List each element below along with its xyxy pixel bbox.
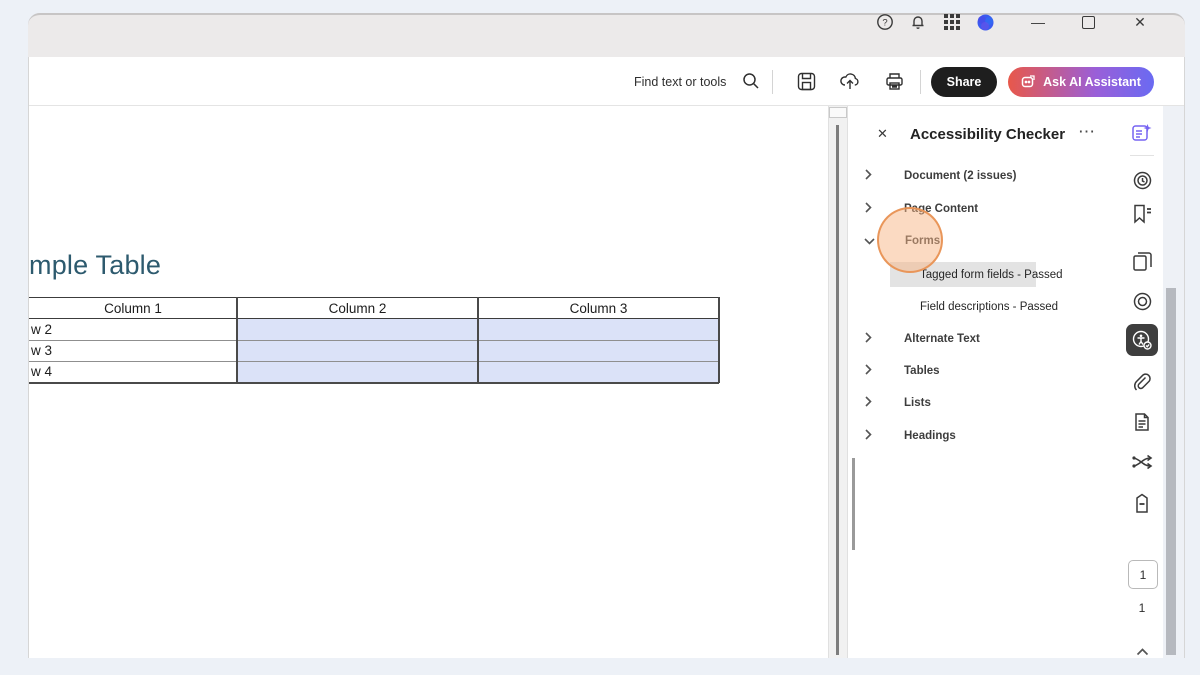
rule-field-descriptions[interactable]: Field descriptions - Passed [920, 296, 1058, 318]
notifications-bell-icon[interactable] [908, 12, 928, 32]
search-icon[interactable] [742, 72, 760, 95]
minimize-button[interactable]: — [1031, 14, 1045, 30]
help-icon[interactable]: ? [875, 12, 895, 32]
attachments-paperclip-icon[interactable] [1128, 368, 1156, 396]
form-field-cell[interactable] [478, 361, 719, 382]
header-label: Column 2 [328, 300, 387, 316]
share-label: Share [946, 75, 982, 89]
upload-cloud-icon[interactable] [840, 72, 860, 96]
tags-icon[interactable] [1128, 489, 1156, 517]
document-heading: mple Table [29, 250, 162, 280]
table-line [718, 297, 720, 383]
account-avatar-icon[interactable] [975, 12, 995, 32]
svg-text:?: ? [882, 18, 887, 29]
find-text-label[interactable]: Find text or tools [634, 75, 727, 89]
document-scrollbar-thumb[interactable] [836, 125, 839, 655]
table-header-cell: Column 1 [29, 297, 237, 319]
panel-scrollbar-thumb[interactable] [852, 458, 855, 550]
chevron-right-icon[interactable] [864, 362, 872, 380]
save-icon[interactable] [797, 72, 816, 96]
panel-title: Accessibility Checker [910, 126, 1066, 143]
table-line [29, 382, 719, 384]
app-grid-icon[interactable] [942, 12, 962, 32]
section-headings[interactable]: Headings [864, 425, 956, 447]
chevron-down-icon[interactable] [864, 232, 875, 250]
section-lists[interactable]: Lists [864, 392, 931, 414]
section-label: Headings [904, 430, 956, 442]
header-label: Column 1 [104, 300, 162, 316]
table-line [477, 297, 479, 383]
chevron-right-icon[interactable] [864, 394, 872, 412]
rule-label: Tagged form fields - Passed [920, 269, 1063, 281]
rule-label: Field descriptions - Passed [920, 301, 1059, 313]
click-indicator [877, 207, 943, 273]
page-total-label: 1 [1138, 601, 1146, 615]
window-titlebar [28, 13, 1185, 57]
page-content-icon[interactable] [1128, 408, 1156, 436]
table-row-label: w 3 [31, 343, 53, 358]
window-scrollbar-thumb[interactable] [1166, 288, 1176, 655]
table-row-label: w 2 [31, 322, 53, 337]
ai-assistant-icon[interactable] [1128, 119, 1156, 147]
toolbar-divider [920, 70, 921, 94]
section-tables[interactable]: Tables [864, 360, 940, 382]
close-button[interactable]: ✕ [1134, 13, 1146, 30]
section-label: Alternate Text [904, 333, 980, 345]
table-line [236, 297, 238, 383]
chevron-up-icon[interactable] [1128, 638, 1156, 666]
bookmarks-icon[interactable] [1128, 200, 1156, 228]
accessibility-checker-panel [848, 106, 1163, 658]
page-number-value: 1 [1139, 567, 1147, 582]
table-header-cell: Column 3 [478, 297, 719, 319]
print-icon[interactable] [885, 72, 904, 96]
rail-divider [1130, 155, 1154, 156]
section-alternate-text[interactable]: Alternate Text [864, 328, 980, 350]
form-field-cell[interactable] [478, 319, 719, 340]
section-label: Document (2 issues) [904, 170, 1017, 182]
panel-more-options-icon[interactable]: ⋯ [1078, 122, 1095, 141]
form-field-cell[interactable] [237, 319, 478, 340]
chevron-right-icon[interactable] [864, 167, 872, 185]
panel-close-icon[interactable]: ✕ [877, 126, 888, 141]
form-field-cell[interactable] [237, 340, 478, 361]
form-field-cell[interactable] [478, 340, 719, 361]
ask-ai-assistant-button[interactable]: Ask AI Assistant [1008, 67, 1154, 97]
accessibility-icon [1132, 330, 1152, 350]
toolbar-divider [772, 70, 773, 94]
table-line [29, 361, 719, 362]
page-thumbnails-icon[interactable] [1128, 247, 1156, 275]
document-scrollbar-button[interactable] [829, 107, 847, 118]
rule-tagged-form-fields[interactable]: Tagged form fields - Passed [920, 264, 1063, 286]
history-clock-icon[interactable] [1128, 166, 1156, 194]
page-number-input[interactable]: 1 [1128, 560, 1158, 589]
accessibility-tool-active[interactable] [1126, 324, 1158, 356]
chevron-right-icon[interactable] [864, 330, 872, 348]
chevron-right-icon[interactable] [864, 427, 872, 445]
table-row-label: w 4 [31, 364, 53, 379]
form-field-cell[interactable] [237, 361, 478, 382]
document-page: mple Table Column 1 Column 2 Column 3 w … [29, 106, 828, 658]
target-circles-icon[interactable] [1128, 287, 1156, 315]
header-label: Column 3 [569, 300, 628, 316]
share-button[interactable]: Share [931, 67, 997, 97]
section-label: Lists [904, 397, 931, 409]
table-header-cell: Column 2 [237, 297, 478, 319]
chevron-right-icon[interactable] [864, 200, 872, 218]
section-label: Tables [904, 365, 940, 377]
table-line [29, 340, 719, 341]
maximize-button[interactable] [1078, 12, 1098, 32]
section-document[interactable]: Document (2 issues) [864, 165, 1016, 187]
ask-ai-label: Ask AI Assistant [1043, 75, 1141, 89]
ai-chat-icon [1021, 74, 1036, 90]
reading-order-icon[interactable] [1128, 448, 1156, 476]
